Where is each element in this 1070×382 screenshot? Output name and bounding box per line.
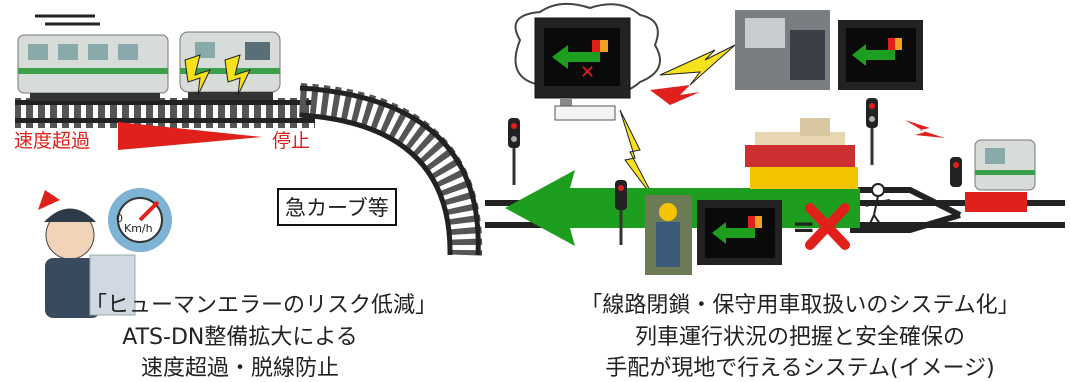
speedometer-icon [108, 188, 172, 252]
left-caption-line1: ATS-DN整備拡大による [122, 325, 358, 350]
maintenance-vehicle [745, 118, 855, 167]
svg-text:✕: ✕ [580, 62, 595, 83]
left-caption-line2: 速度超過・脱線防止 [140, 356, 339, 381]
deceleration-wedge [118, 122, 262, 150]
right-caption-line2: 手配が現地で行えるシステム(イメージ) [605, 356, 995, 381]
section-red [965, 192, 1027, 212]
driver-illustration [38, 190, 136, 318]
worker-photo [645, 195, 692, 275]
train-right [974, 139, 1036, 191]
curve-label: 急カーブ等 [277, 188, 397, 226]
right-caption-line1: 列車運行状況の把握と安全確保の [634, 325, 965, 350]
prohibited-x-icon [805, 203, 850, 250]
monitor-worker [697, 200, 782, 265]
section-yellow [750, 167, 858, 189]
signal-post [508, 98, 962, 245]
straight-track [15, 98, 315, 128]
monitor-cloud: ✕ [534, 17, 631, 121]
cab-photo [735, 10, 830, 90]
lightning-icon [184, 54, 251, 96]
stop-label: 停止 [272, 130, 311, 152]
left-caption-title: 「ヒューマンエラーのリスク低減」 [85, 293, 438, 318]
gauge-zero: 0 [116, 212, 123, 225]
speed-over-label: 速度超過 [14, 130, 91, 152]
curved-track [298, 83, 483, 256]
gauge-unit: Km/h [124, 222, 153, 235]
right-caption-title: 「線路閉鎖・保守用車取扱いのシステム化」 [580, 293, 1020, 318]
monitor-cab [838, 20, 923, 90]
equal-sign: = [792, 210, 816, 243]
train-left-rear [17, 14, 169, 101]
pedestrian-figure [865, 183, 891, 233]
